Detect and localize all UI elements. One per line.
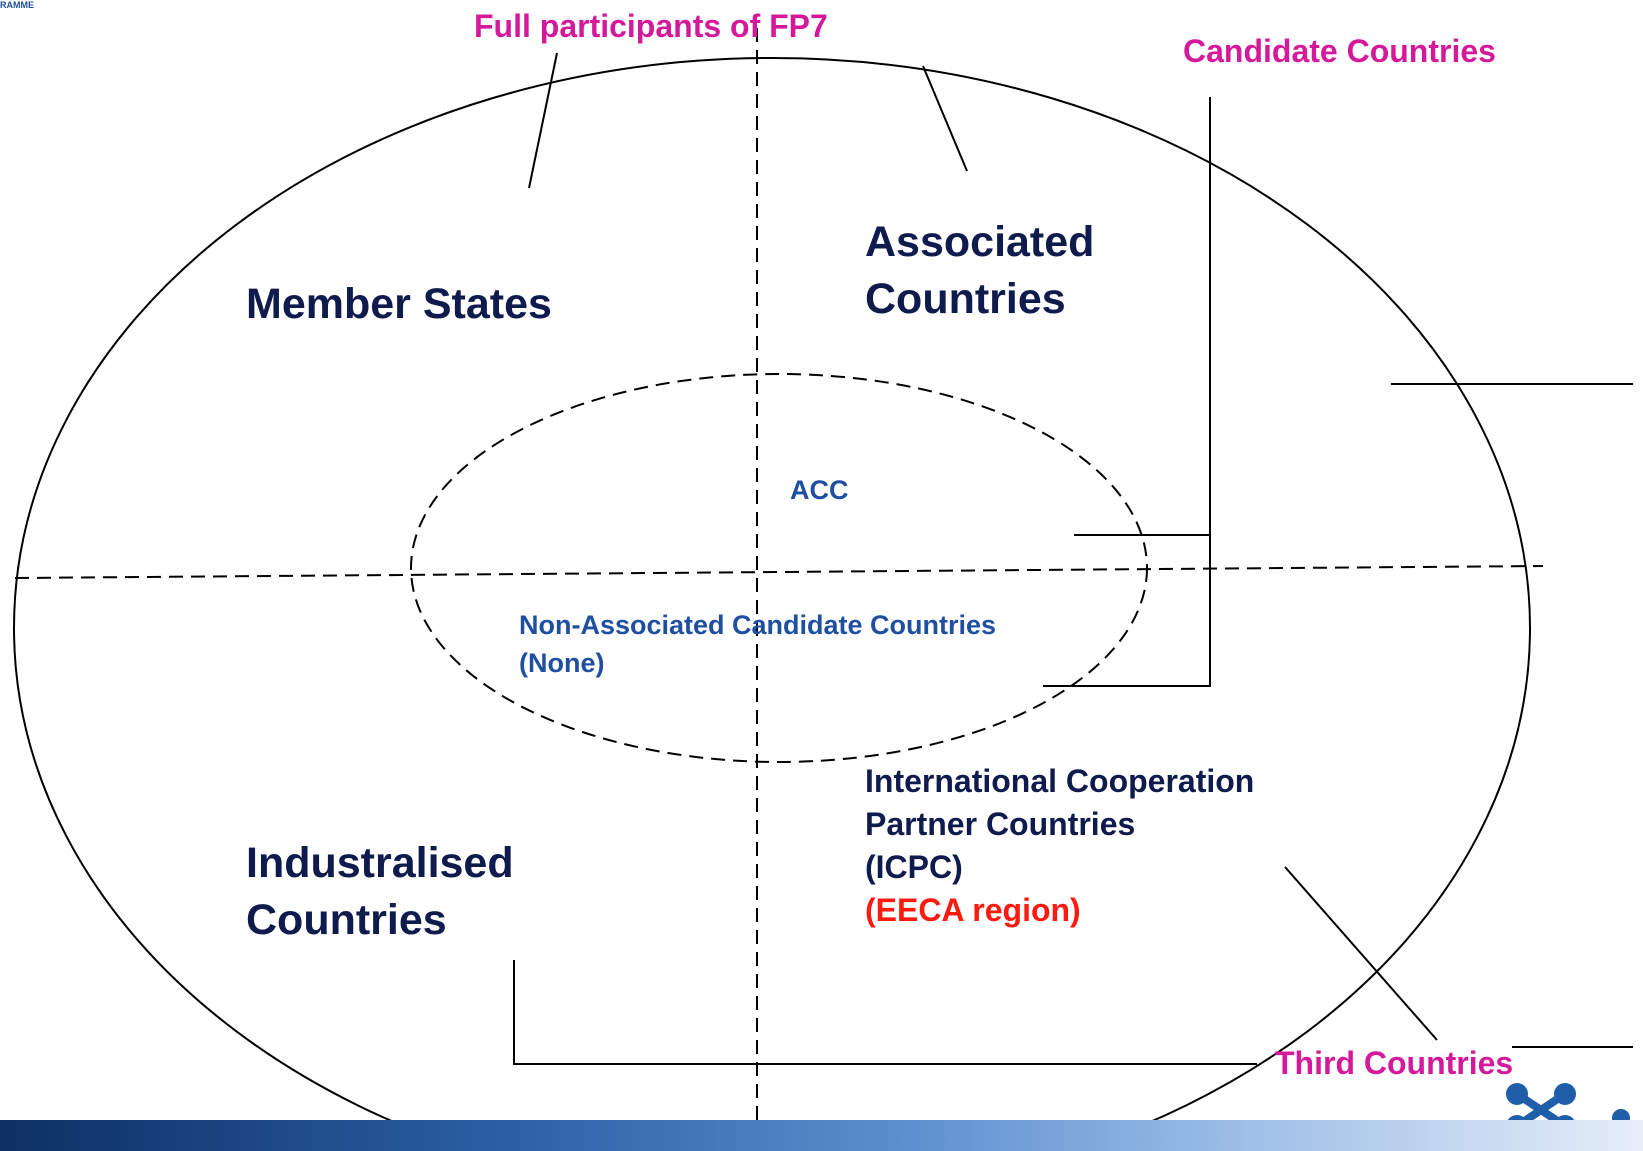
- corner-fragment: RAMME: [0, 0, 34, 10]
- icpc-line-1: International Cooperation: [865, 763, 1255, 799]
- associated-countries-label: Associated Countries: [865, 214, 1094, 328]
- candidate-countries-label: Candidate Countries: [1183, 33, 1496, 69]
- leader-full-participants-left: [528, 52, 558, 189]
- leader-full-participants-right: [922, 65, 968, 172]
- leader-third-countries-icpc: [1284, 866, 1438, 1041]
- third-countries-bracket: [513, 960, 1257, 1065]
- associated-countries-line-2: Countries: [865, 275, 1066, 323]
- member-states-label: Member States: [246, 280, 552, 328]
- outer-ellipse: [13, 57, 1531, 1151]
- non-associated-line-2: (None): [519, 648, 605, 678]
- industrialised-countries-label: Industralised Countries: [246, 835, 514, 949]
- industrialised-line-2: Countries: [246, 896, 447, 944]
- associated-countries-line-1: Associated: [865, 218, 1095, 266]
- non-associated-line-1: Non-Associated Candidate Countries: [519, 610, 997, 640]
- inner-dashed-ellipse: [410, 373, 1148, 763]
- horizontal-dashed-divider: [14, 565, 1544, 579]
- third-countries-label: Third Countries: [1275, 1045, 1514, 1081]
- icpc-label: International Cooperation Partner Countr…: [865, 760, 1254, 932]
- non-associated-label: Non-Associated Candidate Countries (None…: [519, 606, 996, 682]
- acc-label: ACC: [790, 475, 849, 505]
- industrialised-line-1: Industralised: [246, 839, 514, 887]
- icpc-line-2: Partner Countries: [865, 806, 1136, 842]
- candidate-countries-bracket: [1043, 97, 1211, 687]
- full-participants-label: Full participants of FP7: [474, 8, 828, 44]
- footer-bar: [0, 1120, 1643, 1151]
- icpc-line-3: (ICPC): [865, 849, 963, 885]
- eeca-region-label: (EECA region): [865, 892, 1081, 928]
